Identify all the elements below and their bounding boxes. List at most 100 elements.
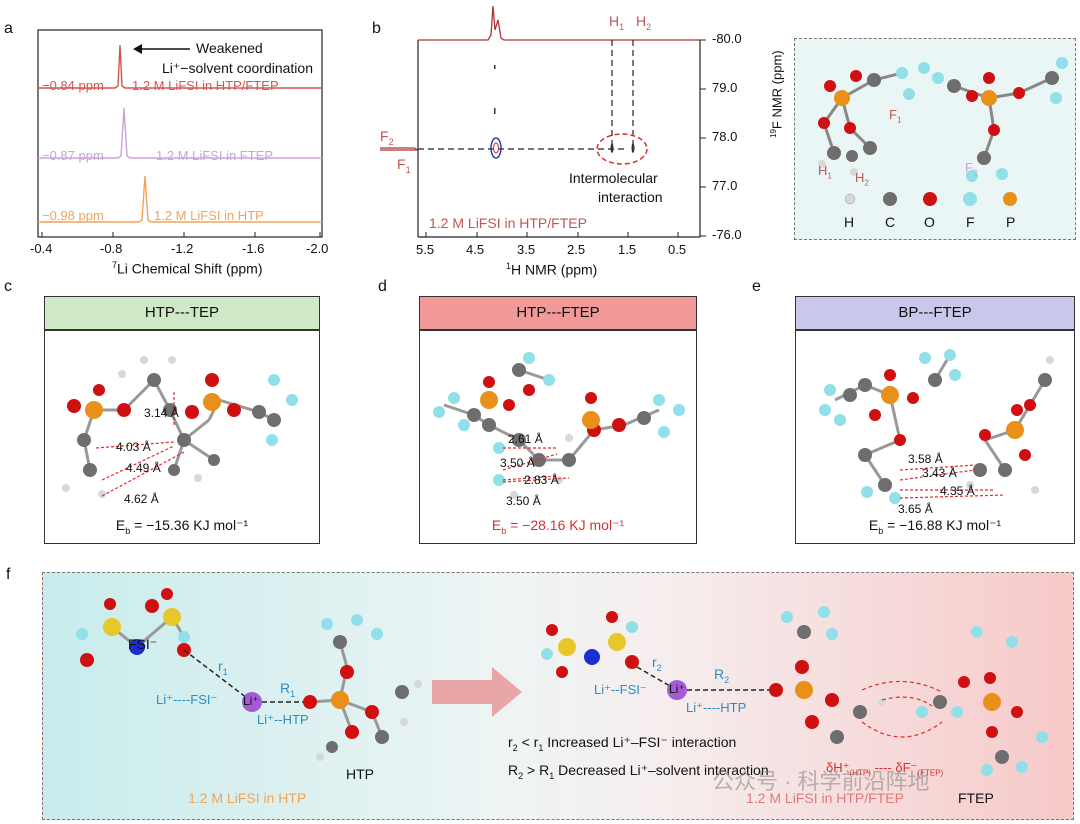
distance-e-0: 3.58 Å <box>908 452 943 466</box>
li-fsi-label-right: Li⁺--FSI⁻ <box>594 682 647 697</box>
sample-label-1: 1.2 M LiFSI in HTP/FTEP <box>132 78 279 93</box>
plot-frame-a <box>37 29 323 238</box>
distance-e-2: 4.35 Å <box>940 484 975 498</box>
molecule-bp-ftep <box>819 349 1054 504</box>
trace-ftep <box>38 107 322 159</box>
ytick-b-1: 79.0 <box>712 80 738 95</box>
panel-letter-c: c <box>4 278 12 295</box>
sample-label-b: 1.2 M LiFSI in HTP/FTEP <box>429 215 587 231</box>
ylabel-b: 19F NMR (ppm) <box>769 50 785 138</box>
arrow-head-a <box>133 44 142 54</box>
trace-htp <box>38 175 322 223</box>
htp-label: HTP <box>346 766 374 782</box>
binding-energy-c: Eb = −15.36 KJ mol⁻¹ <box>115 517 249 536</box>
delta-charges: δH⁺(HTP) ---- δF⁻(FTEP) <box>826 760 944 778</box>
distance-e-3: 3.65 Å <box>898 502 933 516</box>
f2-label-legend: F2 <box>965 160 978 178</box>
binding-energy-d: Eb = −28.16 KJ mol⁻¹ <box>491 517 625 536</box>
li-ion-label-right: Li⁺ <box>669 682 685 696</box>
ppm-label-3: −0.98 ppm <box>42 208 104 223</box>
annotation-coordination: Li⁺−solvent coordination <box>162 60 313 76</box>
sample-label-2: 1.2 M LiFSI in FTEP <box>156 148 274 163</box>
crosspeak-main <box>490 137 502 159</box>
tick-a-0: -0.4 <box>30 241 53 256</box>
panel-box-e <box>795 330 1075 544</box>
f1-label-legend: F1 <box>889 107 902 125</box>
atom-key-swatches <box>844 192 1017 206</box>
R2-label: R2 <box>714 666 730 685</box>
li-fsi-label-left: Li⁺----FSI⁻ <box>156 692 218 707</box>
xtick-b-5: 0.5 <box>668 242 687 257</box>
sample-label-3: 1.2 M LiFSI in HTP <box>154 208 264 223</box>
ytick-b-0: -80.0 <box>712 31 742 46</box>
li-ion-label-left: Li⁺ <box>243 694 259 708</box>
xtick-b-3: 2.5 <box>567 242 586 257</box>
li-htp-label-right: Li⁺----HTP <box>686 700 747 715</box>
panel-letter-f: f <box>6 566 11 583</box>
right-sample-label: 1.2 M LiFSI in HTP/FTEP <box>746 790 904 806</box>
left-sample-label: 1.2 M LiFSI in HTP <box>188 790 307 806</box>
trace-htp-ftep <box>38 44 322 89</box>
distance-e-1: 3.43 Å <box>922 466 957 480</box>
watermark: 公众号 · 科学前沿阵地 <box>712 769 930 794</box>
molecule-ftep-htp <box>818 57 1068 182</box>
distance-d-3: 3.50 Å <box>506 494 541 508</box>
h1-label-b: H1 <box>609 13 625 32</box>
atom-swatch-h <box>844 193 856 205</box>
h1-label-legend: H1 <box>818 163 832 181</box>
nmr-li-spectra <box>37 29 323 238</box>
panel-letter-e: e <box>752 278 761 295</box>
atom-label-h: H <box>844 214 855 230</box>
annotation-weakened: Weakened <box>196 40 263 56</box>
atom-swatch-f <box>963 192 977 206</box>
atom-label-f: F <box>966 214 975 230</box>
side-1d-spectrum <box>380 147 419 151</box>
r-comparison: r2 < r1 Increased Li⁺–FSI⁻ interaction <box>508 734 737 753</box>
atom-label-c: C <box>885 214 896 230</box>
panel-letter-a: a <box>4 20 13 37</box>
distance-d-0: 2.61 Å <box>508 432 543 446</box>
distance-c-0: 3.14 Å <box>144 406 179 420</box>
ppm-label-2: −0.87 ppm <box>42 148 104 163</box>
title-bar-c: HTP---TEP <box>44 296 320 330</box>
distance-d-2: 2.83 Å <box>524 473 559 487</box>
R1-label: R1 <box>280 680 296 699</box>
atom-label-p: P <box>1006 214 1016 230</box>
ppm-label-1: −0.84 ppm <box>42 78 104 93</box>
ftep-label: FTEP <box>958 790 994 806</box>
h2-label-b: H2 <box>636 13 652 32</box>
interaction-label-1: Intermolecular <box>569 170 658 186</box>
panel-letter-b: b <box>372 20 381 37</box>
mechanism-illustration <box>76 588 1048 776</box>
tick-a-4: -2.0 <box>306 241 329 256</box>
interaction-label-2: interaction <box>598 189 663 205</box>
f2-label-b: F2 <box>380 128 394 147</box>
atom-swatch-p <box>1003 192 1017 206</box>
atom-legend-box <box>794 38 1076 240</box>
panel-letter-d: d <box>378 278 387 295</box>
xtick-b-2: 3.5 <box>517 242 536 257</box>
li-ion-right <box>667 680 687 700</box>
li-ion-left <box>242 692 262 712</box>
atom-swatch-o <box>923 192 937 206</box>
title-bar-e: BP---FTEP <box>795 296 1075 330</box>
ytick-b-2: 78.0 <box>712 129 738 144</box>
h2-label-legend: H2 <box>855 170 869 188</box>
tick-a-1: -0.8 <box>100 241 123 256</box>
distance-d-1: 3.50 Å <box>500 456 535 470</box>
xtick-b-4: 1.5 <box>618 242 637 257</box>
title-bar-d: HTP---FTEP <box>419 296 697 330</box>
li-htp-label-left: Li⁺--HTP <box>257 712 309 727</box>
tick-a-3: -1.6 <box>242 241 265 256</box>
r1-label: r1 <box>218 658 228 677</box>
atom-swatch-c <box>883 192 897 206</box>
binding-energy-e: Eb = −16.88 KJ mol⁻¹ <box>868 517 1002 536</box>
fsi-label: FSI⁻ <box>128 636 158 652</box>
xtick-b-0: 5.5 <box>416 242 435 257</box>
top-1d-spectrum <box>418 5 700 41</box>
molecule-htp-tep <box>62 356 298 498</box>
distance-c-2: 4.49 Å <box>126 461 161 475</box>
ytick-b-4: -76.0 <box>712 227 742 242</box>
xtick-b-1: 4.5 <box>466 242 485 257</box>
atom-label-o: O <box>924 214 935 230</box>
